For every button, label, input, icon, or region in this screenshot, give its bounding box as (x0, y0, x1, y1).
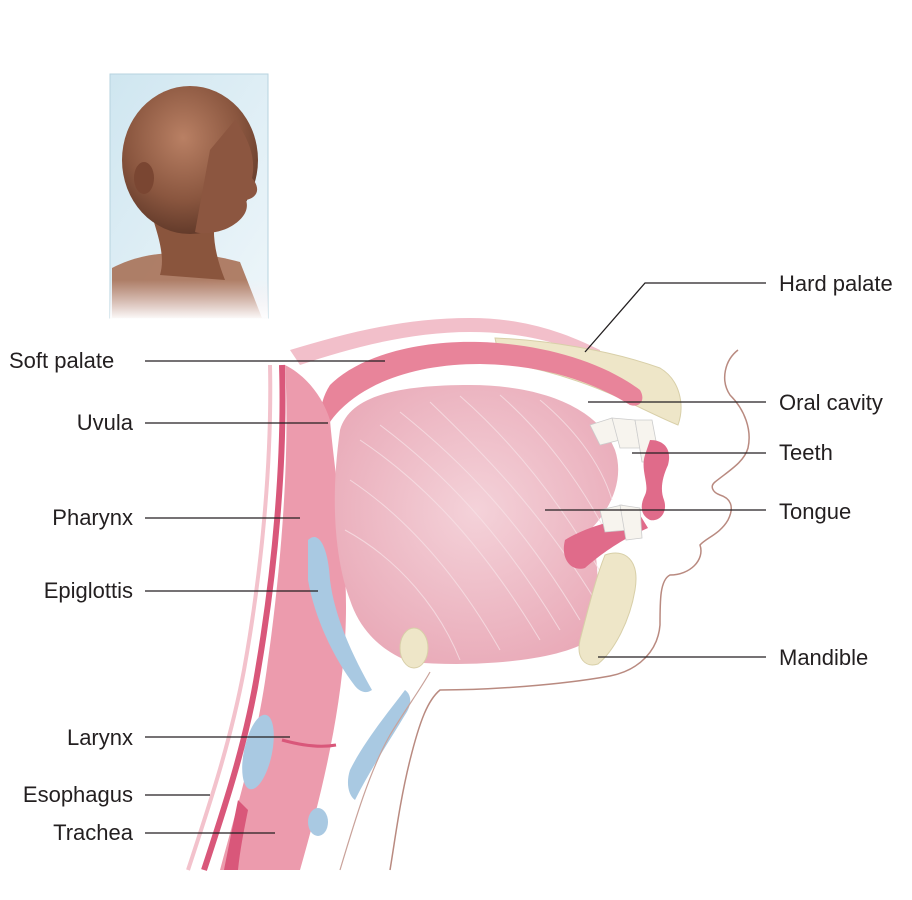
label-epiglottis: Epiglottis (44, 578, 133, 603)
epiglottis-cartilage (308, 536, 372, 693)
lower-teeth (599, 504, 643, 541)
leader-hard-palate (584, 282, 766, 353)
labels: Hard palate Soft palate Oral cavity Uvul… (9, 271, 893, 845)
upper-tissue-band (290, 318, 600, 365)
mandible-bone (578, 552, 637, 666)
label-tongue: Tongue (779, 499, 851, 524)
label-teeth: Teeth (779, 440, 833, 465)
lips (641, 440, 670, 521)
neck-inner-outline (339, 671, 431, 871)
trachea-ring (308, 808, 328, 836)
label-soft-palate: Soft palate (9, 348, 114, 373)
upper-teeth (589, 417, 661, 463)
thyroid-cartilage (347, 690, 411, 800)
vocal-fold (281, 738, 337, 748)
tongue-body (334, 385, 619, 664)
photo-face (195, 120, 258, 234)
label-esophagus: Esophagus (23, 782, 133, 807)
label-uvula: Uvula (77, 410, 134, 435)
label-trachea: Trachea (53, 820, 134, 845)
posterior-wall-line (201, 364, 286, 871)
label-hard-palate: Hard palate (779, 271, 893, 296)
pharynx-wall (220, 365, 347, 870)
label-oral-cavity: Oral cavity (779, 390, 883, 415)
esophagus-lumen (224, 800, 248, 870)
label-larynx: Larynx (67, 725, 133, 750)
palate-tissue (320, 341, 643, 435)
hyoid-bone (399, 627, 429, 669)
photo-ear (134, 162, 154, 194)
leader-lines (145, 282, 766, 834)
profile-photo (109, 73, 269, 320)
label-pharynx: Pharynx (52, 505, 133, 530)
posterior-outer-line (186, 364, 273, 871)
photo-fade (110, 280, 268, 320)
label-mandible: Mandible (779, 645, 868, 670)
head-section (186, 318, 750, 871)
larynx-cartilage (242, 714, 274, 790)
